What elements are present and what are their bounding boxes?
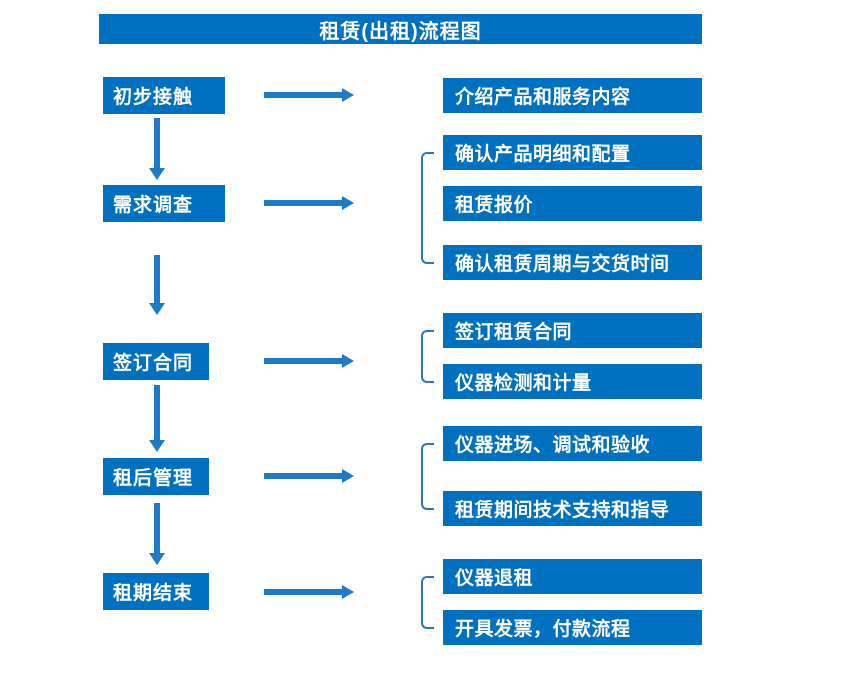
right-arrow-1 xyxy=(264,88,354,102)
arrow-shaft xyxy=(154,118,160,169)
detail-box-rental-quotation: 租赁报价 xyxy=(443,186,702,221)
bracket-post-rental-group xyxy=(421,443,434,510)
right-arrow-2 xyxy=(264,196,354,210)
bracket-rental-end-group xyxy=(421,576,434,629)
step-box-sign-contract: 签订合同 xyxy=(103,343,209,380)
detail-box-invoice-payment: 开具发票，付款流程 xyxy=(443,610,702,645)
arrow-head xyxy=(149,553,165,565)
arrow-head xyxy=(149,303,165,315)
step-box-initial-contact: 初步接触 xyxy=(103,77,225,114)
down-arrow-2 xyxy=(149,255,165,315)
right-arrow-3 xyxy=(264,354,354,368)
arrow-shaft xyxy=(264,200,343,206)
arrow-head xyxy=(149,440,165,452)
arrow-shaft xyxy=(264,358,343,364)
detail-box-instrument-testing: 仪器检测和计量 xyxy=(443,364,702,399)
right-arrow-4 xyxy=(264,469,354,483)
arrow-shaft xyxy=(264,473,343,479)
down-arrow-3 xyxy=(149,385,165,452)
step-box-demand-survey: 需求调查 xyxy=(103,185,225,222)
down-arrow-4 xyxy=(149,503,165,565)
detail-box-technical-support: 租赁期间技术支持和指导 xyxy=(443,491,702,526)
arrow-head xyxy=(342,585,354,599)
step-box-post-rental-management: 租后管理 xyxy=(103,458,209,495)
arrow-shaft xyxy=(264,589,343,595)
arrow-head xyxy=(342,469,354,483)
detail-box-introduce-products: 介绍产品和服务内容 xyxy=(443,78,702,113)
bracket-demand-survey-group xyxy=(421,152,434,264)
bracket-sign-contract-group xyxy=(421,330,434,383)
arrow-head xyxy=(342,196,354,210)
right-arrow-5 xyxy=(264,585,354,599)
arrow-shaft xyxy=(264,92,343,98)
step-box-rental-end: 租期结束 xyxy=(103,573,209,610)
down-arrow-1 xyxy=(149,118,165,180)
arrow-head xyxy=(342,88,354,102)
detail-box-confirm-product-config: 确认产品明细和配置 xyxy=(443,135,702,170)
arrow-shaft xyxy=(154,503,160,554)
detail-box-confirm-period-delivery: 确认租赁周期与交货时间 xyxy=(443,245,702,280)
detail-box-instrument-setup-acceptance: 仪器进场、调试和验收 xyxy=(443,426,702,461)
arrow-shaft xyxy=(154,385,160,441)
detail-box-sign-rental-contract: 签订租赁合同 xyxy=(443,313,702,348)
arrow-shaft xyxy=(154,255,160,304)
detail-box-instrument-return: 仪器退租 xyxy=(443,559,702,594)
flowchart-title: 租赁(出租)流程图 xyxy=(99,14,702,44)
arrow-head xyxy=(342,354,354,368)
arrow-head xyxy=(149,168,165,180)
